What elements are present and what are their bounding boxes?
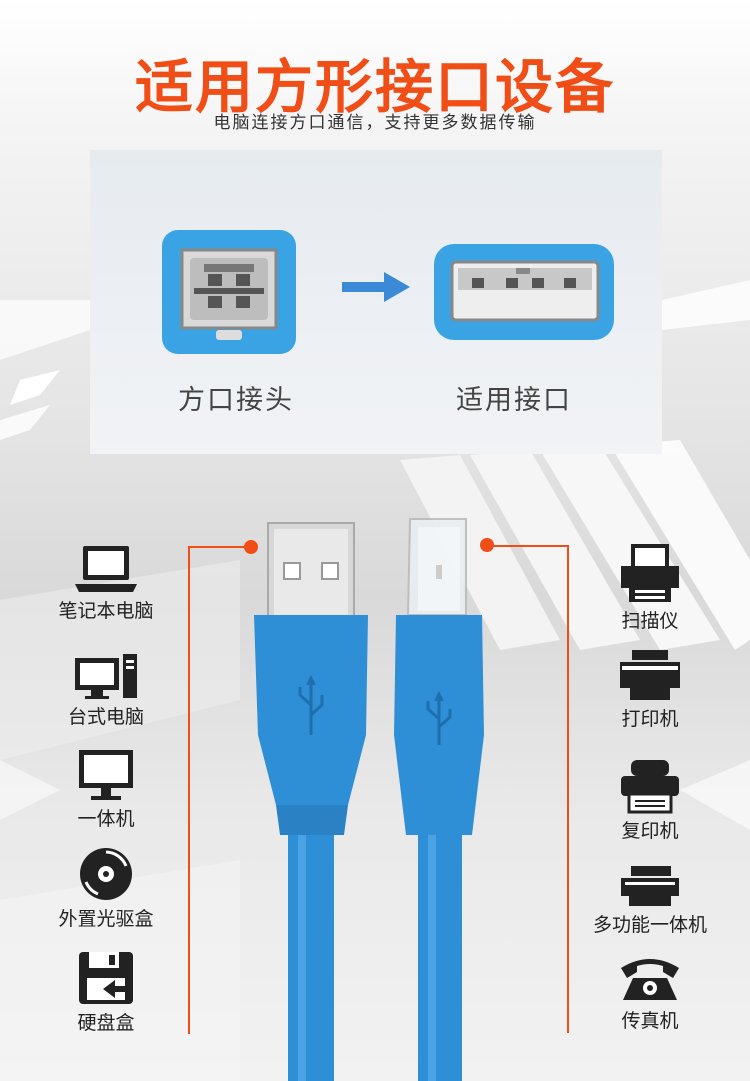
printer-icon: [620, 650, 680, 700]
floppy-disk-icon: [79, 952, 133, 1004]
left-leader-line-horizontal: [188, 546, 252, 548]
telephone-icon: [621, 959, 679, 1000]
laptop-icon: [75, 546, 137, 592]
device-label: 打印机: [621, 708, 679, 730]
usb-a-port-illustration: [434, 244, 614, 340]
disc-icon: [80, 848, 132, 900]
device-laptop: 笔记本电脑: [36, 544, 176, 623]
monitor-icon: [79, 750, 133, 800]
usb-cable-illustration: [254, 518, 484, 1081]
desktop-computer-icon: [75, 654, 137, 699]
device-fax: 传真机: [580, 954, 720, 1033]
compatible-port-label: 适用接口: [456, 385, 572, 416]
usb-b-port-illustration: [162, 230, 296, 354]
device-label: 复印机: [621, 820, 679, 842]
device-printer: 打印机: [580, 650, 720, 731]
device-label: 台式电脑: [67, 706, 144, 728]
right-leader-line-vertical: [567, 545, 569, 1033]
usb-b-plug: [394, 518, 484, 1081]
device-label: 扫描仪: [621, 610, 679, 632]
device-all-in-one: 一体机: [36, 748, 176, 831]
connector-panel: 方口接头 适用接口: [90, 150, 662, 454]
device-label: 笔记本电脑: [58, 600, 154, 622]
device-copier: 复印机: [580, 758, 720, 843]
arrow-right-icon: [342, 272, 410, 302]
page-title: 适用方形接口设备: [134, 53, 615, 121]
right-leader-dot: [480, 538, 494, 552]
device-scanner: 扫描仪: [580, 544, 720, 633]
device-label: 传真机: [621, 1010, 679, 1032]
copier-icon: [621, 760, 679, 814]
right-leader-line-horizontal: [490, 545, 568, 547]
usb-b-plug-label: 方口接头: [178, 385, 294, 416]
device-label: 外置光驱盒: [58, 908, 154, 930]
device-label: 多功能一体机: [592, 914, 707, 936]
device-optical-drive: 外置光驱盒: [36, 846, 176, 931]
device-label: 硬盘盒: [77, 1012, 135, 1034]
left-leader-dot: [244, 540, 258, 554]
scanner-icon: [621, 544, 679, 602]
device-multifunction: 多功能一体机: [580, 866, 720, 937]
page-subtitle: 电脑连接方口通信，支持更多数据传输: [213, 113, 537, 133]
usb-a-plug: [254, 522, 368, 1081]
device-hdd-enclosure: 硬盘盒: [36, 950, 176, 1035]
device-label: 一体机: [77, 808, 135, 830]
multifunction-printer-icon: [621, 866, 679, 906]
device-desktop: 台式电脑: [36, 652, 176, 729]
left-leader-line-vertical: [188, 546, 190, 1034]
